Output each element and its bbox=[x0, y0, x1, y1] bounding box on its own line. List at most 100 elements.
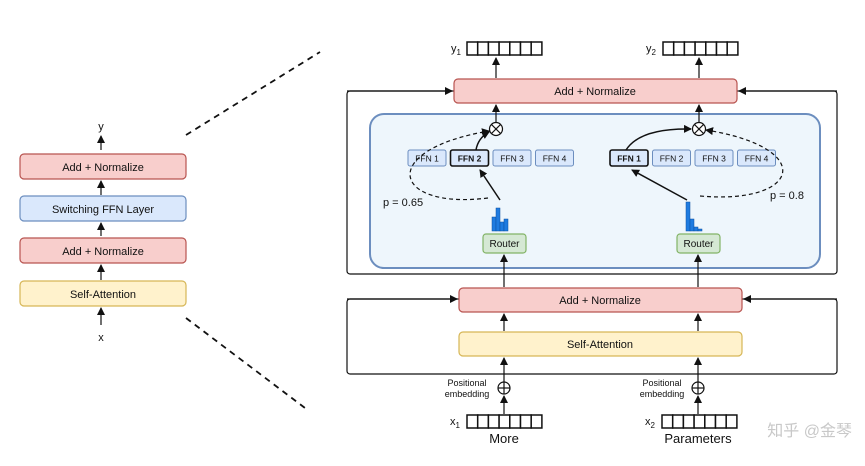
add-normalize-top-label: Add + Normalize bbox=[554, 86, 636, 98]
vector-cell bbox=[714, 414, 727, 429]
ffn-box bbox=[652, 149, 691, 167]
ffn-label: FFN 1 bbox=[415, 154, 439, 164]
left-x-label: x bbox=[98, 332, 104, 344]
word-more: More bbox=[489, 431, 519, 446]
ffn-box bbox=[737, 149, 776, 167]
multiply-node-left bbox=[488, 121, 504, 137]
x2-vector bbox=[661, 414, 738, 429]
prob-path-left bbox=[409, 128, 490, 201]
y1-vector bbox=[466, 41, 543, 56]
router-bars-right bbox=[685, 201, 703, 232]
vector-cell bbox=[671, 414, 685, 429]
word-parameters: Parameters bbox=[664, 431, 732, 446]
ffn-box bbox=[492, 149, 532, 167]
prob-path-right bbox=[699, 127, 784, 198]
self-attention-label: Self-Attention bbox=[567, 339, 633, 351]
ffn-label: FFN 2 bbox=[458, 154, 482, 164]
y2-label: y2 bbox=[646, 43, 657, 57]
router-left bbox=[482, 233, 527, 254]
pos-emb-right-line2: embedding bbox=[640, 389, 685, 399]
router-bar bbox=[697, 228, 703, 232]
router-right-label: Router bbox=[683, 239, 714, 250]
ffn-box bbox=[449, 149, 490, 167]
zoom-line-bottom bbox=[185, 317, 306, 409]
left-y-label: y bbox=[98, 121, 104, 133]
left-switching-ffn-label: Switching FFN Layer bbox=[52, 204, 154, 216]
x1-vector bbox=[466, 414, 543, 429]
y1-label: y1 bbox=[451, 43, 462, 57]
vector-cell bbox=[530, 414, 543, 429]
pos-emb-left-line1: Positional bbox=[447, 378, 486, 388]
pos-emb-right-line1: Positional bbox=[642, 378, 681, 388]
add-normalize-mid bbox=[458, 287, 743, 313]
ffn-label: FFN 4 bbox=[745, 154, 769, 164]
ffn-label: FFN 4 bbox=[543, 154, 567, 164]
zoom-line-top bbox=[185, 51, 321, 136]
vector-cell bbox=[726, 41, 739, 56]
ffn-group-right: FFN 1 FFN 2 FFN 3 FFN 4 bbox=[609, 149, 776, 167]
vector-cell bbox=[694, 41, 707, 56]
prob-label-left: p = 0.65 bbox=[383, 197, 423, 209]
left-overview: y Add + Normalize Switching FFN Layer Ad… bbox=[19, 121, 187, 344]
x2-label: x2 bbox=[645, 416, 656, 430]
router-bar bbox=[503, 218, 509, 232]
vector-cell bbox=[661, 414, 674, 429]
left-add-normalize-bottom-label: Add + Normalize bbox=[62, 246, 144, 258]
left-add-normalize-bottom bbox=[19, 237, 187, 264]
vector-cell bbox=[487, 41, 500, 56]
left-self-attention bbox=[19, 280, 187, 307]
vector-cell bbox=[683, 41, 696, 56]
vector-cell bbox=[519, 41, 532, 56]
left-self-attention-label: Self-Attention bbox=[70, 289, 136, 301]
vector-cell bbox=[662, 41, 675, 56]
router-bar bbox=[693, 226, 699, 232]
ffn-label: FFN 3 bbox=[500, 154, 524, 164]
watermark: 知乎 @金琴 bbox=[767, 422, 852, 440]
vector-cell bbox=[476, 41, 490, 56]
router-bar bbox=[491, 216, 497, 232]
prob-label-right: p = 0.8 bbox=[770, 190, 804, 202]
router-bar bbox=[689, 218, 695, 232]
pos-emb-left-line2: embedding bbox=[445, 389, 490, 399]
left-add-normalize-top bbox=[19, 153, 187, 180]
router-right bbox=[676, 233, 721, 254]
ffn-label: FFN 2 bbox=[660, 154, 684, 164]
multiply-node-right bbox=[691, 121, 707, 137]
vector-cell bbox=[466, 414, 479, 429]
vector-cell bbox=[672, 41, 686, 56]
left-add-normalize-top-label: Add + Normalize bbox=[62, 162, 144, 174]
moe-panel bbox=[369, 113, 821, 269]
vector-cell bbox=[498, 41, 511, 56]
ffn-group-left: FFN 1 FFN 2 FFN 3 FFN 4 bbox=[407, 149, 574, 167]
ffn-label: FFN 3 bbox=[702, 154, 726, 164]
vector-cell bbox=[530, 41, 543, 56]
left-switching-ffn-layer bbox=[19, 195, 187, 222]
add-normalize-top bbox=[453, 78, 738, 104]
add-node-right bbox=[691, 381, 705, 395]
vector-cell bbox=[466, 41, 479, 56]
ffn-box bbox=[407, 149, 447, 167]
router-bar bbox=[495, 207, 501, 232]
ffn-box bbox=[535, 149, 574, 167]
ffn-box bbox=[694, 149, 734, 167]
router-bar bbox=[685, 201, 691, 232]
vector-cell bbox=[705, 41, 718, 56]
vector-cell bbox=[476, 414, 490, 429]
vector-cell bbox=[487, 414, 500, 429]
vector-cell bbox=[682, 414, 695, 429]
self-attention bbox=[458, 331, 743, 357]
vector-cell bbox=[509, 414, 522, 429]
router-bars-left bbox=[491, 207, 509, 232]
vector-cell bbox=[704, 414, 717, 429]
ffn-label: FFN 1 bbox=[617, 154, 641, 164]
add-node-left bbox=[497, 381, 511, 395]
vector-cell bbox=[715, 41, 728, 56]
vector-cell bbox=[725, 414, 738, 429]
vector-cell bbox=[519, 414, 532, 429]
add-normalize-mid-label: Add + Normalize bbox=[559, 295, 641, 307]
ffn-box bbox=[609, 149, 649, 167]
vector-cell bbox=[509, 41, 522, 56]
router-left-label: Router bbox=[489, 239, 520, 250]
